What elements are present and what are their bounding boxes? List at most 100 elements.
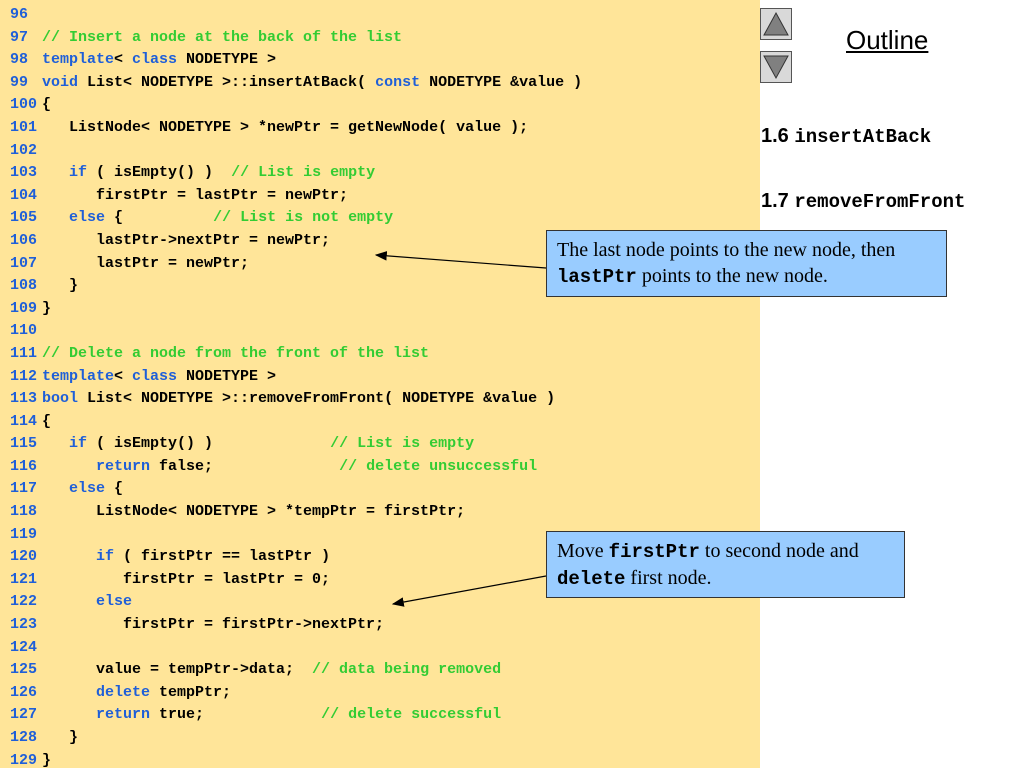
line-number: 100 xyxy=(10,96,38,114)
line-number: 112 xyxy=(10,367,38,385)
code-line: 110 xyxy=(10,320,582,343)
code-text: firstPtr = lastPtr = newPtr; xyxy=(42,186,349,204)
code-keyword: bool xyxy=(42,390,79,408)
line-number: 101 xyxy=(10,118,38,136)
line-number: 125 xyxy=(10,661,38,679)
code-text: NODETYPE > xyxy=(177,51,277,69)
line-number: 108 xyxy=(10,277,38,295)
previous-slide-button[interactable] xyxy=(760,8,792,40)
line-number: 98 xyxy=(10,51,29,69)
code-text: value = tempPtr->data; xyxy=(42,661,313,679)
callout-remove-explanation: Move firstPtr to second node and delete … xyxy=(546,531,905,598)
line-number: 99 xyxy=(10,73,29,91)
callout-text: The last node points to the new node, th… xyxy=(557,239,896,261)
next-slide-button[interactable] xyxy=(760,51,792,83)
code-comment: // List is empty xyxy=(330,435,475,453)
code-keyword: template xyxy=(42,51,115,69)
triangle-down-icon xyxy=(763,55,789,80)
code-text: NODETYPE &value ) xyxy=(420,73,583,91)
callout-insert-explanation: The last node points to the new node, th… xyxy=(546,230,947,297)
code-keyword: const xyxy=(375,73,421,91)
code-line: 102 xyxy=(10,140,582,163)
outline-item-label: removeFromFront xyxy=(794,191,966,213)
code-line: 128 } xyxy=(10,727,582,750)
outline-item-number: 1.7 xyxy=(761,190,789,212)
code-line: 124 xyxy=(10,637,582,660)
code-keyword: return xyxy=(96,706,151,724)
code-keyword: else xyxy=(96,593,133,611)
callout-text: Move xyxy=(557,540,609,562)
outline-item-insertatback[interactable]: 1.6 insertAtBack xyxy=(761,125,931,148)
line-number: 104 xyxy=(10,186,38,204)
code-text xyxy=(42,480,69,497)
outline-item-removefromfront[interactable]: 1.7 removeFromFront xyxy=(761,190,965,213)
code-text: } xyxy=(42,729,79,746)
code-line: 125 value = tempPtr->data; // data being… xyxy=(10,659,582,682)
outline-title[interactable]: Outline xyxy=(846,25,929,55)
code-text: { xyxy=(42,96,52,114)
line-number: 109 xyxy=(10,299,38,317)
line-number: 124 xyxy=(10,638,38,656)
line-number: 110 xyxy=(10,322,38,340)
line-number: 105 xyxy=(10,209,38,227)
code-comment: // Delete a node from the front of the l… xyxy=(42,344,430,362)
code-comment: // data being removed xyxy=(312,661,502,679)
callout-code-text: delete xyxy=(557,568,626,590)
code-keyword: void xyxy=(42,73,79,91)
line-number: 122 xyxy=(10,593,38,611)
code-text: NODETYPE > xyxy=(177,367,277,385)
code-text: } xyxy=(42,277,79,295)
code-line: 122 else xyxy=(10,591,582,614)
callout-code-text: firstPtr xyxy=(608,541,700,563)
line-number: 103 xyxy=(10,164,38,182)
callout-text: first node. xyxy=(625,567,712,589)
code-text: } xyxy=(42,299,52,317)
callout-code-text: lastPtr xyxy=(557,266,637,288)
code-line: 111// Delete a node from the front of th… xyxy=(10,343,582,366)
code-text: lastPtr = newPtr; xyxy=(42,254,250,272)
code-comment: // List is empty xyxy=(231,164,376,182)
code-line: 97 // Insert a node at the back of the li… xyxy=(10,27,582,50)
code-text xyxy=(42,209,69,226)
code-line: 117 else { xyxy=(10,478,582,501)
line-number: 120 xyxy=(10,548,38,566)
code-line: 116 return false; // delete unsuccessful xyxy=(10,456,582,479)
code-keyword: if xyxy=(69,164,88,182)
code-text: ( isEmpty() ) xyxy=(87,435,331,453)
outline-item-label: insertAtBack xyxy=(794,126,932,148)
code-text: { xyxy=(105,209,214,227)
line-number: 102 xyxy=(10,141,38,159)
line-number: 123 xyxy=(10,616,38,634)
code-line: 118 ListNode< NODETYPE > *tempPtr = firs… xyxy=(10,501,582,524)
code-text xyxy=(42,164,69,181)
line-number: 114 xyxy=(10,412,38,430)
line-number: 111 xyxy=(10,344,38,362)
code-line: 115 if ( isEmpty() ) // List is empty xyxy=(10,433,582,456)
line-number: 126 xyxy=(10,683,38,701)
code-text xyxy=(42,548,96,565)
code-comment: // List is not empty xyxy=(213,209,394,227)
line-number: 129 xyxy=(10,751,38,769)
line-number: 106 xyxy=(10,231,38,249)
line-number: 97 xyxy=(10,28,29,46)
code-line: 108 } xyxy=(10,275,582,298)
code-keyword: template xyxy=(42,367,115,385)
code-text: firstPtr = lastPtr = 0; xyxy=(42,570,331,588)
code-line: 123 firstPtr = firstPtr->nextPtr; xyxy=(10,614,582,637)
code-keyword: delete xyxy=(96,683,151,701)
code-comment: // Insert a node at the back of the list xyxy=(42,28,403,46)
code-line: 119 xyxy=(10,524,582,547)
code-text: ListNode< NODETYPE > *newPtr = getNewNod… xyxy=(42,118,529,136)
line-number: 127 xyxy=(10,706,38,724)
triangle-up-icon xyxy=(763,11,789,36)
code-keyword: return xyxy=(96,457,151,475)
code-line: 104 firstPtr = lastPtr = newPtr; xyxy=(10,185,582,208)
code-text: ( isEmpty() ) xyxy=(87,164,232,182)
code-comment: // delete unsuccessful xyxy=(339,457,538,475)
code-line: 100{ xyxy=(10,94,582,117)
code-text: false; xyxy=(150,457,340,475)
code-text: firstPtr = firstPtr->nextPtr; xyxy=(42,616,385,634)
